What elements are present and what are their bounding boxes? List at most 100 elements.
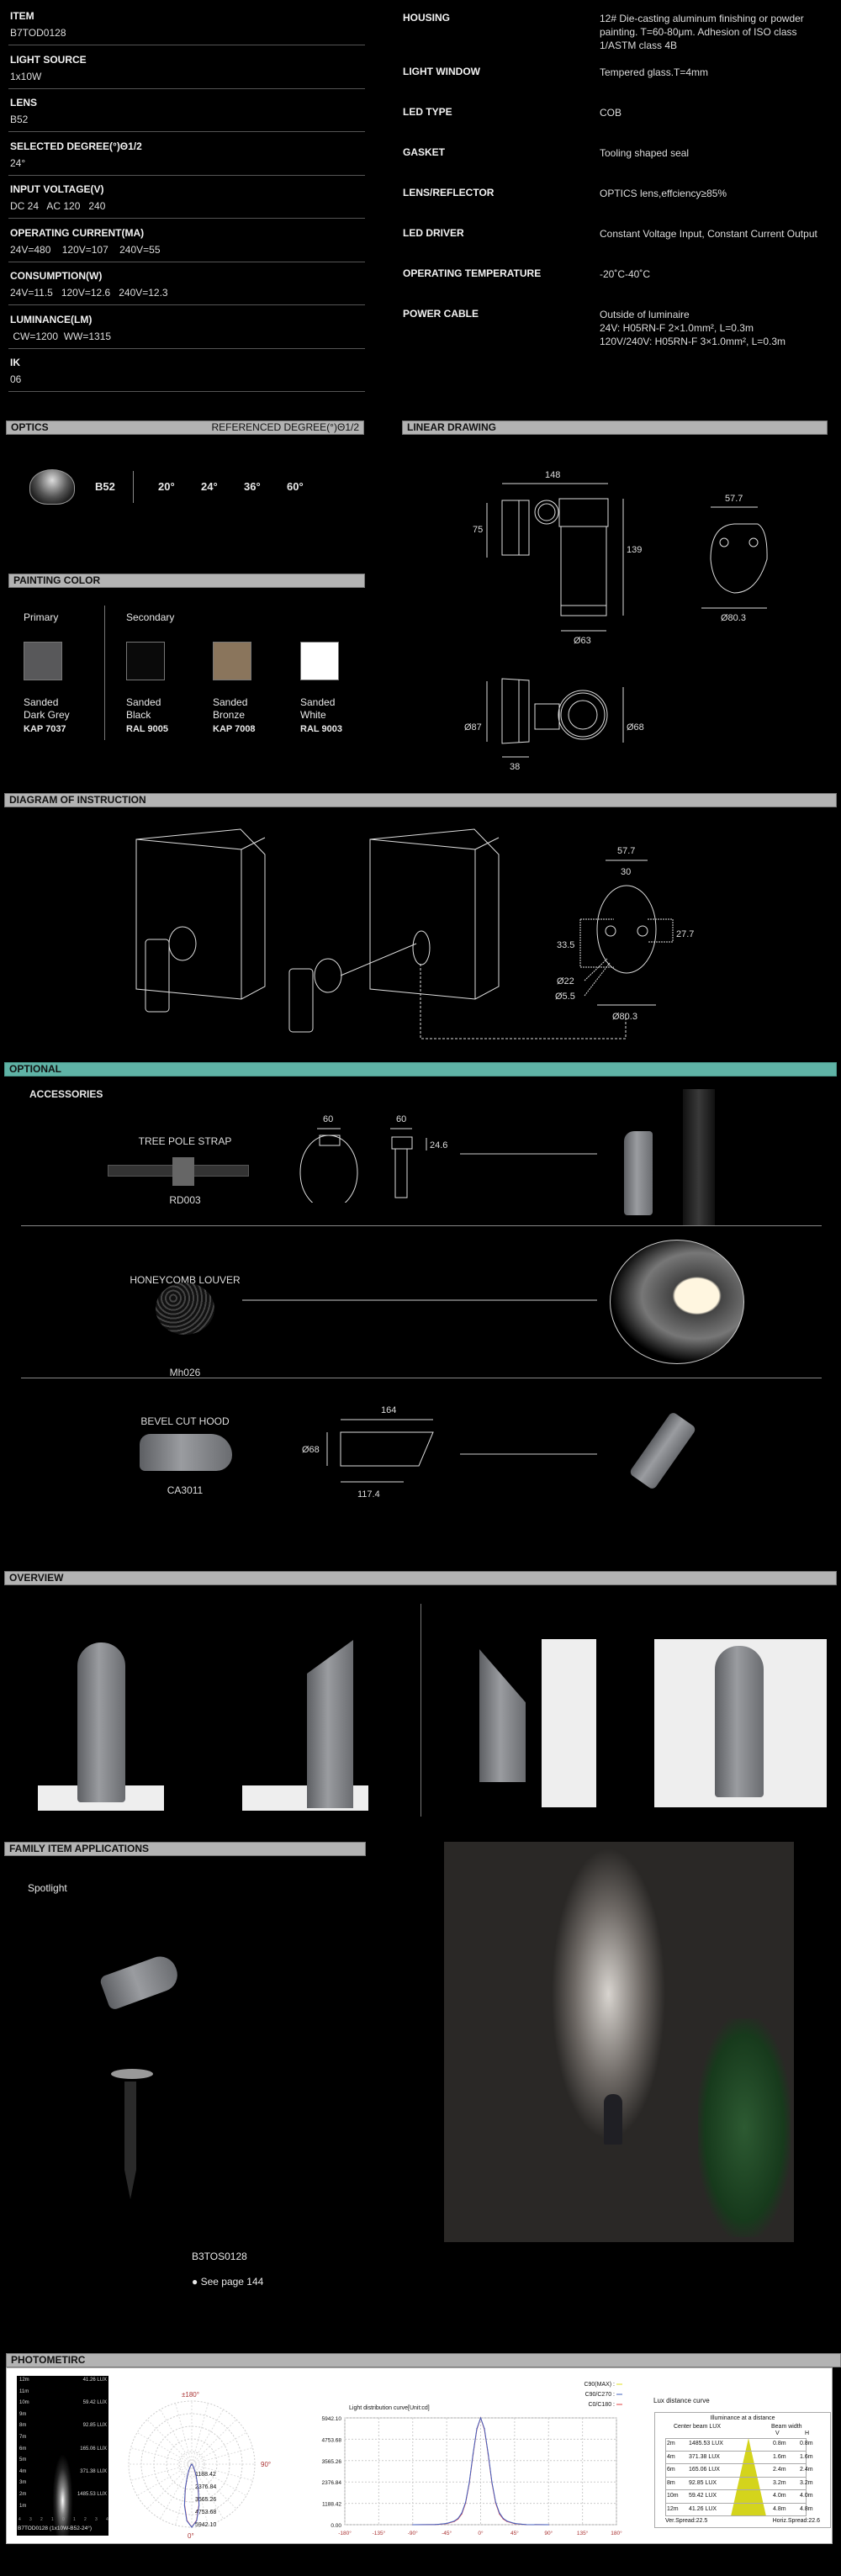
polar-spoke bbox=[191, 2403, 209, 2465]
polar-ring bbox=[178, 2451, 205, 2478]
spec-value: 12# Die-casting aluminum finishing or po… bbox=[600, 13, 804, 51]
distance-label: 2m bbox=[19, 2492, 27, 2497]
x-tick-label: -90° bbox=[408, 2530, 418, 2536]
dim-27-7: 27.7 bbox=[676, 929, 694, 939]
dim-80-3: Ø80.3 bbox=[612, 1012, 637, 1022]
lux-image bbox=[17, 2376, 108, 2536]
polar-spoke bbox=[130, 2463, 193, 2481]
spec-label: GASKET bbox=[403, 146, 446, 158]
spec-label: IK bbox=[10, 357, 20, 368]
spec-label: LIGHT SOURCE bbox=[10, 53, 87, 66]
polar-spoke bbox=[146, 2463, 193, 2510]
accessories-title: ACCESSORIES bbox=[29, 1088, 103, 1100]
divider bbox=[133, 471, 134, 503]
col-header: V bbox=[775, 2431, 780, 2436]
distribution-curve-chart: Light distribution curve[Unit:cd]0.00118… bbox=[322, 2382, 622, 2536]
dim-5-5: Ø5.5 bbox=[555, 992, 575, 1002]
spec-label: LENS/REFLECTOR bbox=[403, 187, 495, 198]
lux-label: 92.85 LUX bbox=[82, 2423, 107, 2429]
lux-cell: 59.42 LUX bbox=[689, 2493, 717, 2499]
dim-33-5: 33.5 bbox=[557, 940, 574, 950]
spec-label: SELECTED DEGREE(°)Θ1/2 bbox=[10, 140, 142, 152]
lux-cell: 10m bbox=[667, 2493, 679, 2499]
legend-label: C0/C180 : bbox=[588, 2402, 615, 2408]
x-tick: 4 bbox=[19, 2517, 21, 2522]
instruction-diagram: 57.7 30 33.5 27.7 Ø22 Ø5.5 Ø80.3 bbox=[135, 828, 694, 1039]
lux-table-title: Lux distance curve bbox=[653, 2397, 710, 2404]
lux-cell: 1.6m bbox=[800, 2453, 813, 2460]
polar-spoke bbox=[191, 2463, 253, 2481]
polar-spoke bbox=[191, 2463, 224, 2520]
polar-spoke bbox=[130, 2447, 193, 2465]
data-point bbox=[412, 2524, 414, 2526]
dim-117-4: 117.4 bbox=[357, 1489, 380, 1500]
spec-label: OPERATING CURRENT(MA) bbox=[10, 226, 145, 239]
x-tick: 2 bbox=[84, 2517, 87, 2522]
pole-image bbox=[683, 1089, 715, 1226]
legend-label: C90(MAX) : bbox=[584, 2382, 615, 2388]
color-code: RAL 9003 bbox=[300, 724, 342, 734]
spotlight-on-pole bbox=[624, 1131, 653, 1215]
accessory-code: CA3011 bbox=[167, 1484, 204, 1496]
x-tick-label: 90° bbox=[544, 2530, 553, 2536]
color-name: Sanded Black bbox=[126, 696, 161, 721]
spec-value: OPTICS lens,effciency≥85% bbox=[600, 188, 727, 199]
data-point bbox=[435, 2524, 436, 2526]
lux-cell: 3.2m bbox=[800, 2479, 813, 2486]
color-name: Sanded Dark Grey bbox=[24, 696, 70, 721]
see-page-link[interactable]: ● See page 144 bbox=[192, 2276, 264, 2288]
lux-cell: 0.8m bbox=[800, 2441, 813, 2446]
beam-cone bbox=[731, 2438, 766, 2516]
lux-cell: 4m bbox=[667, 2453, 675, 2460]
lux-cell: 3.2m bbox=[773, 2479, 786, 2486]
accessory-code: RD003 bbox=[169, 1194, 201, 1206]
series-line-1 bbox=[412, 2416, 549, 2526]
painting-header: PAINTING COLOR bbox=[8, 574, 365, 588]
accessory-name: BEVEL CUT HOOD bbox=[140, 1415, 230, 1427]
dim-60: 60 bbox=[323, 1114, 333, 1124]
spec-row: SELECTED DEGREE(°)Θ1/2 24° bbox=[8, 132, 365, 176]
distance-label: 3m bbox=[19, 2480, 27, 2486]
spec-value: Constant Voltage Input, Constant Current… bbox=[600, 228, 817, 240]
lux-cell: 0.8m bbox=[773, 2441, 786, 2446]
lux-cell: 4.0m bbox=[773, 2493, 786, 2499]
lux-cell: 371.38 LUX bbox=[689, 2453, 720, 2460]
hood-drawing: 164 Ø68 117.4 bbox=[302, 1405, 434, 1500]
divider bbox=[420, 1604, 421, 1817]
spec-value: 24° bbox=[10, 156, 26, 169]
color-swatch[interactable] bbox=[213, 642, 251, 680]
dim-68: Ø68 bbox=[302, 1445, 320, 1455]
data-point bbox=[514, 2522, 516, 2525]
degree-option: 24° bbox=[201, 480, 218, 493]
dim-68: Ø68 bbox=[627, 722, 644, 733]
data-point bbox=[464, 2501, 467, 2503]
degree-option: 36° bbox=[244, 480, 261, 493]
dim-24-6: 24.6 bbox=[430, 1140, 447, 1150]
data-point bbox=[468, 2482, 470, 2483]
lux-cell: 165.06 LUX bbox=[689, 2467, 720, 2473]
lux-cell: 92.85 LUX bbox=[689, 2479, 717, 2486]
color-code: KAP 7008 bbox=[213, 724, 256, 734]
lux-cell: 1.6m bbox=[773, 2453, 786, 2460]
x-tick: 2 bbox=[40, 2517, 43, 2522]
spec-value: 24V=11.5 120V=12.6 240V=12.3 bbox=[10, 287, 168, 299]
chart-title: Light distribution curve[Unit:cd] bbox=[349, 2405, 430, 2411]
overview-view-wall-front bbox=[715, 1646, 764, 1797]
dim-75: 75 bbox=[473, 525, 483, 535]
plot-area bbox=[344, 2417, 617, 2526]
x-tick-label: -180° bbox=[338, 2530, 352, 2536]
lux-cell: 2.4m bbox=[773, 2467, 786, 2473]
color-swatch[interactable] bbox=[24, 642, 62, 680]
color-swatch[interactable] bbox=[300, 642, 339, 680]
y-tick-label: 3565.26 bbox=[322, 2459, 342, 2465]
data-point bbox=[499, 2512, 500, 2514]
color-code: KAP 7037 bbox=[24, 724, 66, 734]
color-name: Sanded Bronze bbox=[213, 696, 248, 721]
polar-angle-label: ±180° bbox=[182, 2391, 199, 2399]
polar-spoke bbox=[191, 2419, 237, 2465]
honeycomb-image bbox=[156, 1283, 214, 1335]
lens-image bbox=[29, 469, 75, 505]
color-swatch[interactable] bbox=[126, 642, 165, 680]
